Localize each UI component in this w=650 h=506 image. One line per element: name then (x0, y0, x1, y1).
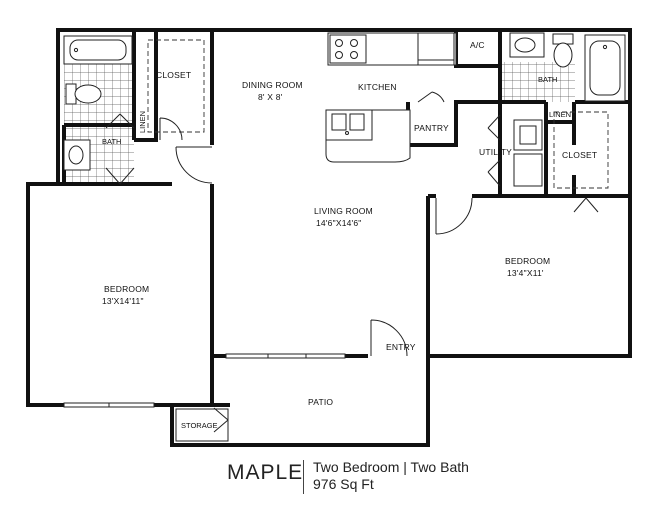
toilet-left (65, 83, 102, 105)
bedroom-right-size: 13'4"X11' (507, 268, 544, 278)
plan-type: Two Bedroom | Two Bath (313, 459, 469, 475)
closet-left-rods (147, 39, 205, 133)
linen-right-label: LINEN (549, 110, 571, 119)
bedroom-left-label: BEDROOM (104, 284, 149, 294)
toilet-right (552, 33, 574, 68)
pantry-label: PANTRY (414, 123, 449, 133)
bath-right-label: BATH (538, 75, 557, 84)
linen-left-label: LINEN (138, 111, 147, 133)
living-room-size: 14'6"X14'6" (316, 218, 362, 228)
sink-right (509, 32, 545, 58)
bedroom-right-label: BEDROOM (505, 256, 550, 266)
closet-right-label: CLOSET (562, 150, 597, 160)
entry-label: ENTRY (386, 342, 416, 352)
interior-walls (28, 30, 630, 407)
dining-room-size: 8' X 8' (258, 92, 283, 102)
footer-divider (303, 460, 304, 494)
plan-square-footage: 976 Sq Ft (313, 476, 374, 492)
doors (105, 91, 599, 433)
utility-label: UTILITY (479, 147, 512, 157)
storage-closet (175, 408, 229, 442)
bedroom-left-size: 13'X14'11" (102, 296, 144, 306)
kitchen-label: KITCHEN (358, 82, 397, 92)
kitchen-island (325, 109, 411, 163)
living-room-label: LIVING ROOM (314, 206, 373, 216)
refrigerator (417, 32, 455, 66)
bath-left-label: BATH (102, 137, 121, 146)
patio-label: PATIO (308, 397, 333, 407)
sink-left (63, 139, 91, 171)
bath-right-tile-floor (500, 62, 575, 102)
sliding-doors (63, 353, 346, 408)
closet-left-label: CLOSET (156, 70, 191, 80)
bathtub-right (584, 34, 626, 102)
storage-label: STORAGE (181, 421, 218, 430)
ac-label: A/C (470, 40, 485, 50)
closet-right-rods (553, 111, 609, 189)
dining-room-label: DINING ROOM (242, 80, 303, 90)
stove (329, 34, 367, 64)
washer-dryer (513, 119, 543, 187)
plan-name: MAPLE (227, 461, 304, 484)
bathtub-left (63, 35, 133, 65)
